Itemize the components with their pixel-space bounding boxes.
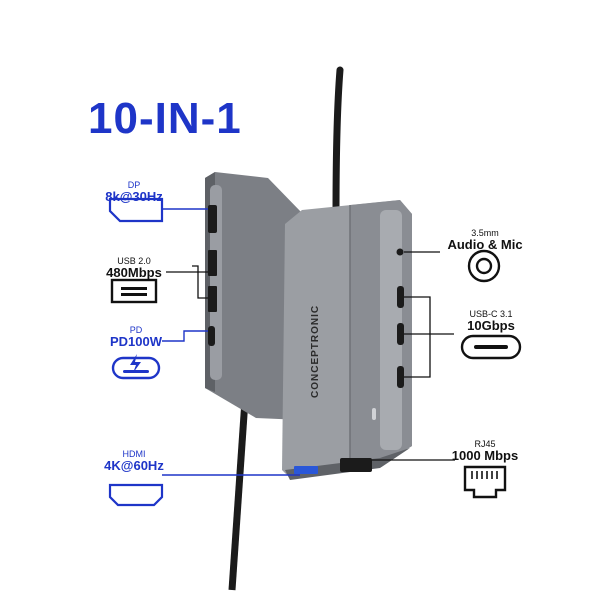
usb-a-port-2 xyxy=(208,286,217,312)
rj45-port xyxy=(340,458,372,472)
usb2-spec: 480Mbps xyxy=(106,265,162,281)
audio-name: 3.5mm xyxy=(471,228,499,238)
usbc-label: USB-C 3.1 10Gbps xyxy=(446,309,536,334)
hdmi-name: HDMI xyxy=(122,449,146,459)
leader-lines-dark xyxy=(166,251,455,461)
usb-a-port-1 xyxy=(208,250,217,276)
rj45-spec: 1000 Mbps xyxy=(451,448,519,464)
pd-name: PD xyxy=(129,325,143,335)
usbc-spec: 10Gbps xyxy=(467,318,515,334)
front-hub-device xyxy=(282,200,412,480)
leader-lines xyxy=(162,208,300,476)
cable-bottom xyxy=(228,399,249,591)
cable-top xyxy=(332,66,344,219)
audio-label: 3.5mm Audio & Mic xyxy=(440,228,530,253)
dp-spec: 8k@30Hz xyxy=(105,189,163,205)
usb-c-port-2 xyxy=(397,323,404,345)
usb-a-icon xyxy=(110,278,158,304)
pd-spec: PD100W xyxy=(109,334,163,350)
audio-jack-icon xyxy=(467,249,501,283)
dp-port xyxy=(208,205,217,233)
rear-hub-device xyxy=(205,172,302,420)
rj45-label: RJ45 1000 Mbps xyxy=(440,439,530,464)
pd-port xyxy=(208,326,215,346)
ethernet-icon xyxy=(463,465,507,499)
usb-c-power-icon xyxy=(111,354,161,380)
pd-label: PD PD100W xyxy=(100,325,172,350)
dp-name: DP xyxy=(127,180,141,190)
audio-port xyxy=(396,248,404,256)
hdmi-spec: 4K@60Hz xyxy=(104,458,164,474)
displayport-icon xyxy=(108,197,164,223)
brand-logo: CONCEPTRONIC xyxy=(310,305,321,398)
product-title: 10-IN-1 xyxy=(88,94,242,143)
dp-label: DP 8k@30Hz xyxy=(98,180,170,205)
usb-a-bottom-port xyxy=(294,466,318,474)
usb2-label: USB 2.0 480Mbps xyxy=(98,256,170,281)
usb-c-port-1 xyxy=(397,286,404,308)
hdmi-label: HDMI 4K@60Hz xyxy=(98,449,170,474)
usb2-name: USB 2.0 xyxy=(117,256,151,266)
rj45-name: RJ45 xyxy=(474,439,496,449)
usbc-name: USB-C 3.1 xyxy=(469,309,513,319)
usb-c-port-3 xyxy=(397,366,404,388)
status-led xyxy=(372,408,376,420)
usb-c-icon xyxy=(460,334,522,360)
audio-spec: Audio & Mic xyxy=(447,237,523,253)
hdmi-icon xyxy=(108,483,164,507)
